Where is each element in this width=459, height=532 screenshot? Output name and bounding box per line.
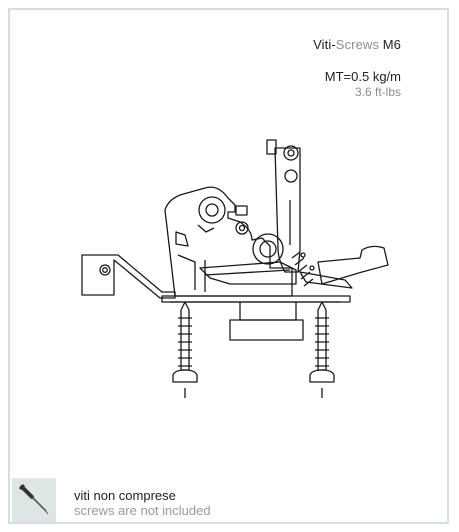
pivot-circle-main bbox=[198, 196, 226, 224]
note-italian: viti non comprese bbox=[74, 488, 176, 503]
left-tab-hex-nut bbox=[99, 264, 111, 276]
hinge-technical-drawing bbox=[81, 139, 389, 398]
vertical-arm bbox=[274, 147, 301, 273]
hex-nut-top bbox=[235, 205, 248, 216]
cam-wheel bbox=[252, 233, 284, 265]
lower-block bbox=[239, 302, 297, 321]
screwdriver-icon-badge bbox=[12, 478, 56, 522]
spring-coil bbox=[291, 251, 314, 287]
title-prefix: Viti- bbox=[313, 37, 336, 52]
note-english: screws are not included bbox=[74, 503, 211, 518]
bottom-block bbox=[229, 319, 304, 341]
screw-spec-title: Viti-Screws M6 bbox=[313, 37, 401, 52]
pivot-circle-small bbox=[235, 221, 249, 235]
hinge-body bbox=[164, 186, 293, 297]
lever-arm bbox=[299, 271, 353, 289]
right-screw bbox=[309, 301, 335, 398]
left-mounting-tab bbox=[81, 254, 176, 299]
arm-top-nut bbox=[266, 139, 277, 155]
base-plate bbox=[161, 295, 351, 303]
torque-imperial: 3.6 ft-lbs bbox=[354, 85, 401, 99]
screwdriver-icon bbox=[18, 483, 49, 515]
left-screw bbox=[172, 301, 198, 398]
title-accent: Screws bbox=[335, 37, 380, 52]
right-tab bbox=[317, 245, 389, 285]
arm-top-hole bbox=[283, 145, 299, 161]
title-suffix: M6 bbox=[379, 37, 401, 52]
torque-metric: MT=0.5 kg/m bbox=[324, 69, 401, 84]
arm-lower-hole bbox=[284, 169, 298, 183]
